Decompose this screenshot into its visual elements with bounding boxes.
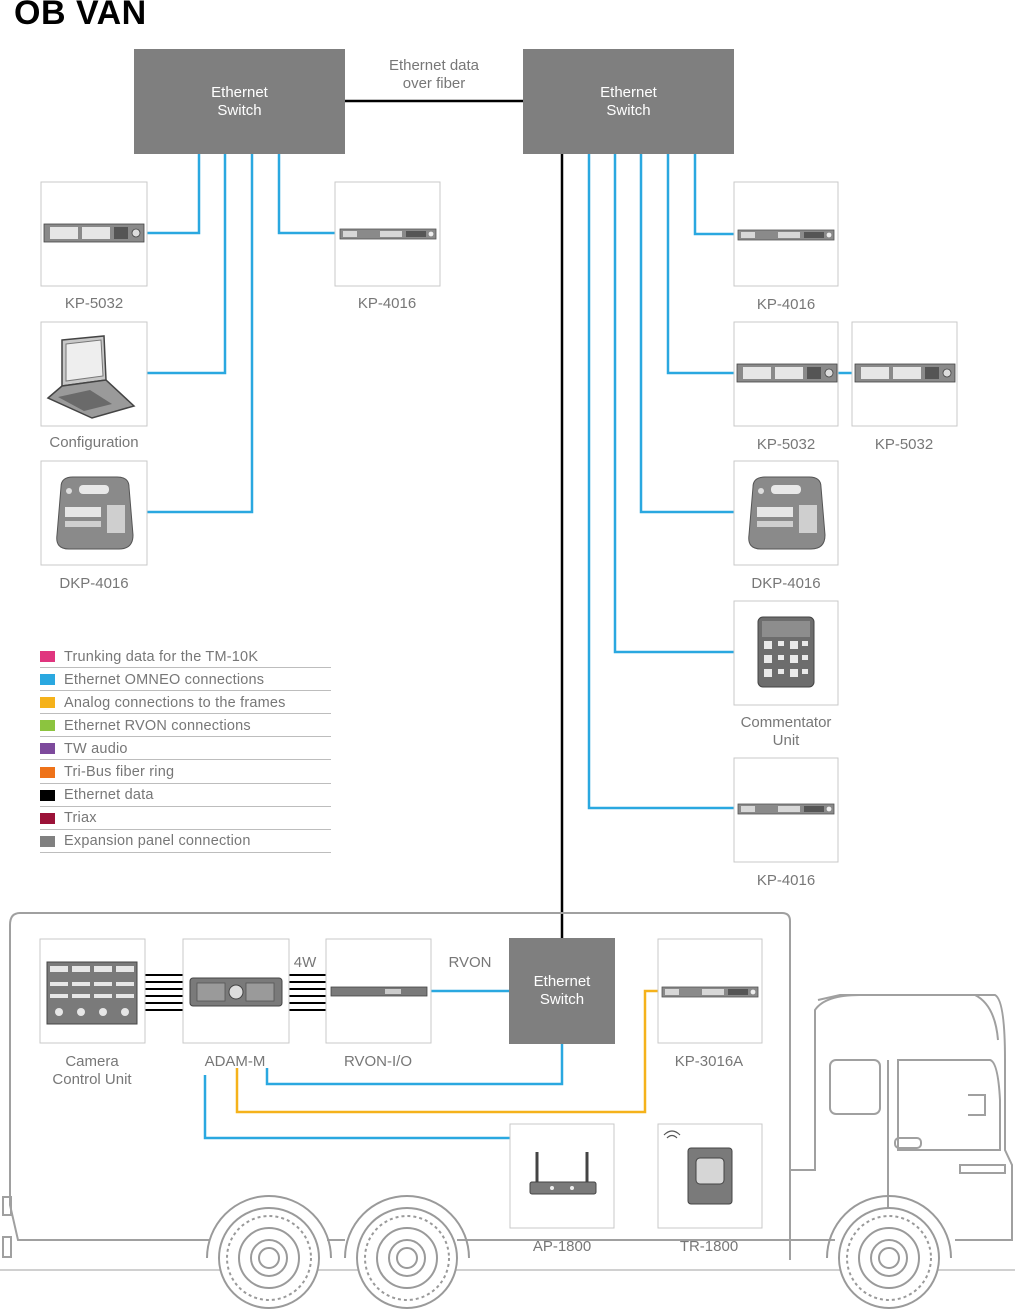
legend-item: Expansion panel connection xyxy=(40,830,331,853)
rvon-link-label: RVON xyxy=(448,954,492,971)
legend-label: Trunking data for the TM-10K xyxy=(64,648,259,665)
legend-item: Analog connections to the frames xyxy=(40,691,331,715)
legend-label: Ethernet data xyxy=(64,787,154,804)
rvon-io-icon xyxy=(330,986,428,997)
legend-item: Trunking data for the TM-10K xyxy=(40,645,331,669)
fiber-link-label: Ethernet data over fiber xyxy=(388,57,480,92)
kp-5032-left-icon xyxy=(43,223,145,243)
kp-4016-left-label: KP-4016 xyxy=(357,295,417,312)
legend-label: Analog connections to the frames xyxy=(64,694,286,711)
kp-4016-right-b-label: KP-4016 xyxy=(756,872,816,889)
legend-swatch xyxy=(40,720,55,732)
kp-3016a-icon xyxy=(661,986,759,998)
legend-swatch xyxy=(40,674,55,686)
dkp-4016-left-icon xyxy=(56,476,134,550)
legend-label: Triax xyxy=(64,810,97,827)
ethernet-switch-top-left: Ethernet Switch xyxy=(134,49,345,154)
legend-item: Triax xyxy=(40,807,331,830)
legend-label: Ethernet OMNEO connections xyxy=(64,671,265,688)
truck-wheels xyxy=(206,1195,952,1309)
kp-4016-right-a-icon xyxy=(737,229,835,241)
adam-m-frame-icon xyxy=(189,977,283,1007)
tr-1800-icon xyxy=(663,1130,733,1205)
dkp-4016-right-label: DKP-4016 xyxy=(751,575,821,592)
ap-1800-icon xyxy=(529,1152,597,1195)
page-title: OB VAN xyxy=(14,0,147,32)
commentator-unit-label: Commentator Unit xyxy=(740,714,832,749)
legend-label: Expansion panel connection xyxy=(64,833,251,850)
legend-item: Ethernet OMNEO connections xyxy=(40,668,331,692)
kp-5032-right-b-icon xyxy=(854,363,956,383)
kp-4016-right-b-icon xyxy=(737,803,835,815)
dkp-4016-left-label: DKP-4016 xyxy=(59,575,129,592)
ethernet-data-connections xyxy=(345,99,564,938)
legend-swatch xyxy=(40,789,55,801)
kp-5032-right-a-icon xyxy=(736,363,838,383)
legend-item: Ethernet data xyxy=(40,784,331,807)
ap-1800-box xyxy=(509,1123,615,1229)
legend-label: Ethernet RVON connections xyxy=(64,717,251,734)
legend-swatch xyxy=(40,835,55,847)
legend-swatch xyxy=(40,766,55,778)
kp-5032-right-a-label: KP-5032 xyxy=(756,436,816,453)
ethernet-switch-van: Ethernet Switch xyxy=(509,938,615,1044)
analog-connection xyxy=(235,989,658,1114)
legend-swatch xyxy=(40,812,55,824)
four-wire-label: 4W xyxy=(293,954,317,971)
legend-swatch xyxy=(40,651,55,663)
legend: Trunking data for the TM-10K Ethernet OM… xyxy=(40,645,331,853)
kp-4016-left-icon xyxy=(339,228,437,240)
kp-5032-right-b-label: KP-5032 xyxy=(874,436,934,453)
rvon-io-label: RVON-I/O xyxy=(343,1053,413,1070)
camera-control-unit-icon xyxy=(46,961,138,1025)
dkp-4016-right-icon xyxy=(748,476,826,550)
legend-item: Tri-Bus fiber ring xyxy=(40,760,331,784)
legend-swatch xyxy=(40,697,55,709)
camera-control-unit-label: Camera Control Unit xyxy=(52,1053,132,1088)
adam-m-label: ADAM-M xyxy=(204,1053,266,1070)
tr-1800-label: TR-1800 xyxy=(679,1238,739,1255)
ethernet-switch-top-right: Ethernet Switch xyxy=(523,49,734,154)
commentator-unit-icon xyxy=(757,616,815,688)
legend-item: TW audio xyxy=(40,737,331,761)
ap-1800-label: AP-1800 xyxy=(532,1238,592,1255)
four-wire-bundles xyxy=(145,974,326,1011)
legend-swatch xyxy=(40,743,55,755)
legend-label: Tri-Bus fiber ring xyxy=(64,764,175,781)
configuration-label: Configuration xyxy=(49,434,139,451)
legend-item: Ethernet RVON connections xyxy=(40,714,331,738)
legend-label: TW audio xyxy=(64,740,128,757)
omneo-connections xyxy=(147,154,852,1140)
kp-4016-right-a-label: KP-4016 xyxy=(756,296,816,313)
kp-5032-left-label: KP-5032 xyxy=(64,295,124,312)
kp-3016a-label: KP-3016A xyxy=(674,1053,744,1070)
